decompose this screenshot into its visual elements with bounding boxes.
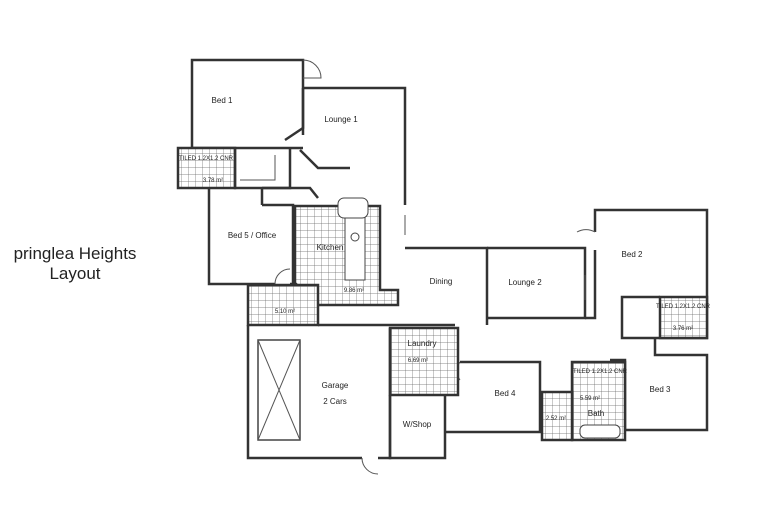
room-bed5: Bed 5 / Office <box>207 186 319 286</box>
room-label: 3.78 m² <box>203 178 223 184</box>
room-label: TILED 1.2X1.2 CNR <box>573 369 628 375</box>
room-label: Dining <box>430 277 453 286</box>
room-label: Bed 3 <box>650 385 671 394</box>
room-bath: TILED 1.2X1.2 CNR 5.59 m² Bath <box>570 360 628 442</box>
room-label: Garage <box>322 381 349 390</box>
room-label: 2.52 m² <box>546 416 566 422</box>
room-label: W/Shop <box>403 420 432 429</box>
room-label: Bed 4 <box>495 389 516 398</box>
plan-title: pringlea Heights Layout <box>0 244 150 284</box>
room-ensuite1: TILED 1.2X1.2 CNR 3.78 m² <box>176 146 292 190</box>
room-label: 5.59 m² <box>580 396 600 402</box>
room-label: 6.69 m² <box>408 358 428 364</box>
room-label: TILED 1.2X1.2 CNR <box>656 304 711 310</box>
room-lounge1: Lounge 1 <box>284 86 407 235</box>
room-label: Lounge 1 <box>324 115 358 124</box>
room-bed1: Bed 1 <box>190 58 322 150</box>
room-ensuite2: TILED 1.2X1.2 CNR 3.76 m² <box>656 295 711 340</box>
room-label: Laundry <box>408 339 437 348</box>
room-label: Bed 2 <box>622 250 643 259</box>
title-line-2: Layout <box>49 264 101 283</box>
room-label: TILED 1.2X1.2 CNR <box>179 156 234 162</box>
room-wc: 2.52 m² <box>540 390 574 442</box>
room-label: Lounge 2 <box>508 278 542 287</box>
room-bed3: Bed 3 <box>610 338 709 432</box>
title-line-1: pringlea Heights <box>13 244 137 263</box>
room-label: 3.76 m² <box>673 326 693 332</box>
room-label: Bath <box>588 409 604 418</box>
room-label: 9.86 m² <box>344 288 364 294</box>
room-label: Kitchen <box>317 243 344 252</box>
room-lounge2: Lounge 2 <box>487 246 587 320</box>
room-garage: Garage 2 Cars <box>246 325 392 475</box>
room-entry: 5.10 m² <box>246 283 320 327</box>
room-label: Bed 1 <box>212 96 233 105</box>
room-wshop: W/Shop <box>388 395 447 460</box>
room-kitchen: Kitchen 9.86 m² <box>293 197 400 307</box>
room-label: 2 Cars <box>323 397 347 406</box>
room-label: 5.10 m² <box>275 309 295 315</box>
room-label: Bed 5 / Office <box>228 231 277 240</box>
room-laundry: Laundry 6.69 m² <box>388 326 460 397</box>
